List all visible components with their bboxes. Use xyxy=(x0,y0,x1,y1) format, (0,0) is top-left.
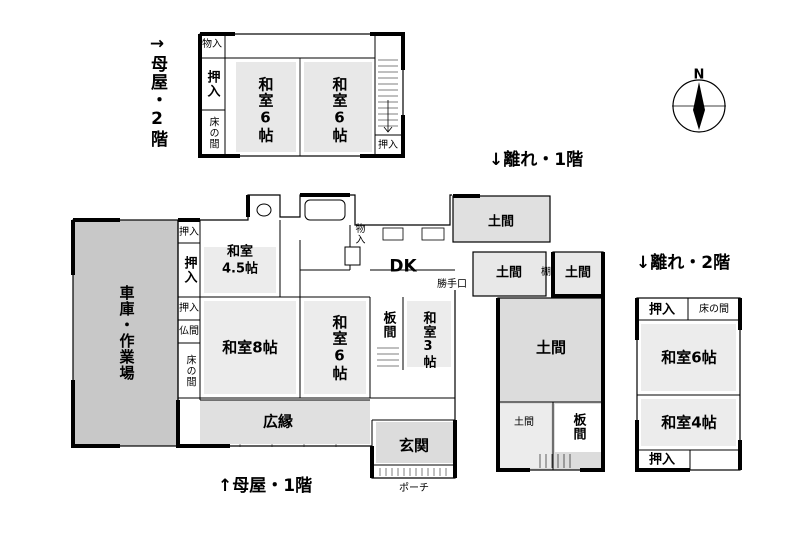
dk-label: DK xyxy=(389,256,417,277)
porch-label: ポーチ xyxy=(399,483,429,494)
washitsu-6-label: 和室6帖 xyxy=(330,314,349,382)
hanare-1f-plan xyxy=(452,194,605,472)
washitsu-8-label: 和室8帖 xyxy=(222,338,278,357)
title-main-1f: ↑母屋・1階 xyxy=(218,476,313,496)
washitsu-45-label-b: 4.5帖 xyxy=(221,261,259,277)
hiroen-label: 広縁 xyxy=(262,412,294,431)
hanare-2f-plan xyxy=(635,297,742,472)
h1-doma-top-label: 土間 xyxy=(487,214,515,230)
m2-washitsu-b-label: 和室6帖 xyxy=(330,76,349,144)
m2-washitsu-a-label: 和室6帖 xyxy=(256,76,275,144)
main-1f-plan xyxy=(71,193,457,479)
compass-north-label: N xyxy=(693,67,705,83)
title-hanare-1f: ↓離れ・1階 xyxy=(489,150,584,170)
h1-itama-label: 板間 xyxy=(570,413,586,441)
main-2f-plan xyxy=(198,32,405,158)
itama-1-label: 板間 xyxy=(380,311,396,339)
m2-tokonoma-label: 床の間 xyxy=(207,116,218,150)
genkan-label: 玄関 xyxy=(398,436,430,455)
m2-oshiire-label: 押入 xyxy=(204,70,220,98)
washitsu-45-label-a: 和室 xyxy=(226,244,254,260)
h2-washitsu-6-label: 和室6帖 xyxy=(661,348,717,367)
title-hanare-2f: ↓離れ・2階 xyxy=(636,253,731,273)
h1-doma-left-label: 土間 xyxy=(495,265,523,281)
title-main-2f: →母屋・2階 xyxy=(147,34,167,148)
m2-oshiire-right-label: 押入 xyxy=(378,140,398,151)
butsuma-label: 仏間 xyxy=(179,326,199,337)
compass-rose xyxy=(672,79,726,133)
oshiire-2-label: 押入 xyxy=(181,256,197,284)
m2-closet-label: 物入 xyxy=(202,39,222,50)
oshiire-3-label: 押入 xyxy=(179,303,199,314)
oshiire-1-label: 押入 xyxy=(179,227,199,238)
garage-label: 車庫・作業場 xyxy=(117,285,136,381)
tokonoma-1f-label: 床の間 xyxy=(184,354,195,388)
h2-tokonoma-label: 床の間 xyxy=(699,304,729,315)
h2-oshiire-top-label: 押入 xyxy=(648,302,676,318)
h1-doma-big-label: 土間 xyxy=(535,338,567,357)
h2-washitsu-4-label: 和室4帖 xyxy=(661,413,717,432)
h1-tana-label: 棚 xyxy=(541,267,551,278)
monoire-dk-label: 物入 xyxy=(353,223,364,245)
h1-doma-small-label: 土間 xyxy=(514,417,534,428)
h2-oshiire-bottom-label: 押入 xyxy=(648,452,676,468)
h1-doma-right-label: 土間 xyxy=(564,265,592,281)
washitsu-3-label: 和室3帖 xyxy=(420,311,436,369)
katteguchi-label: 勝手口 xyxy=(437,279,467,290)
